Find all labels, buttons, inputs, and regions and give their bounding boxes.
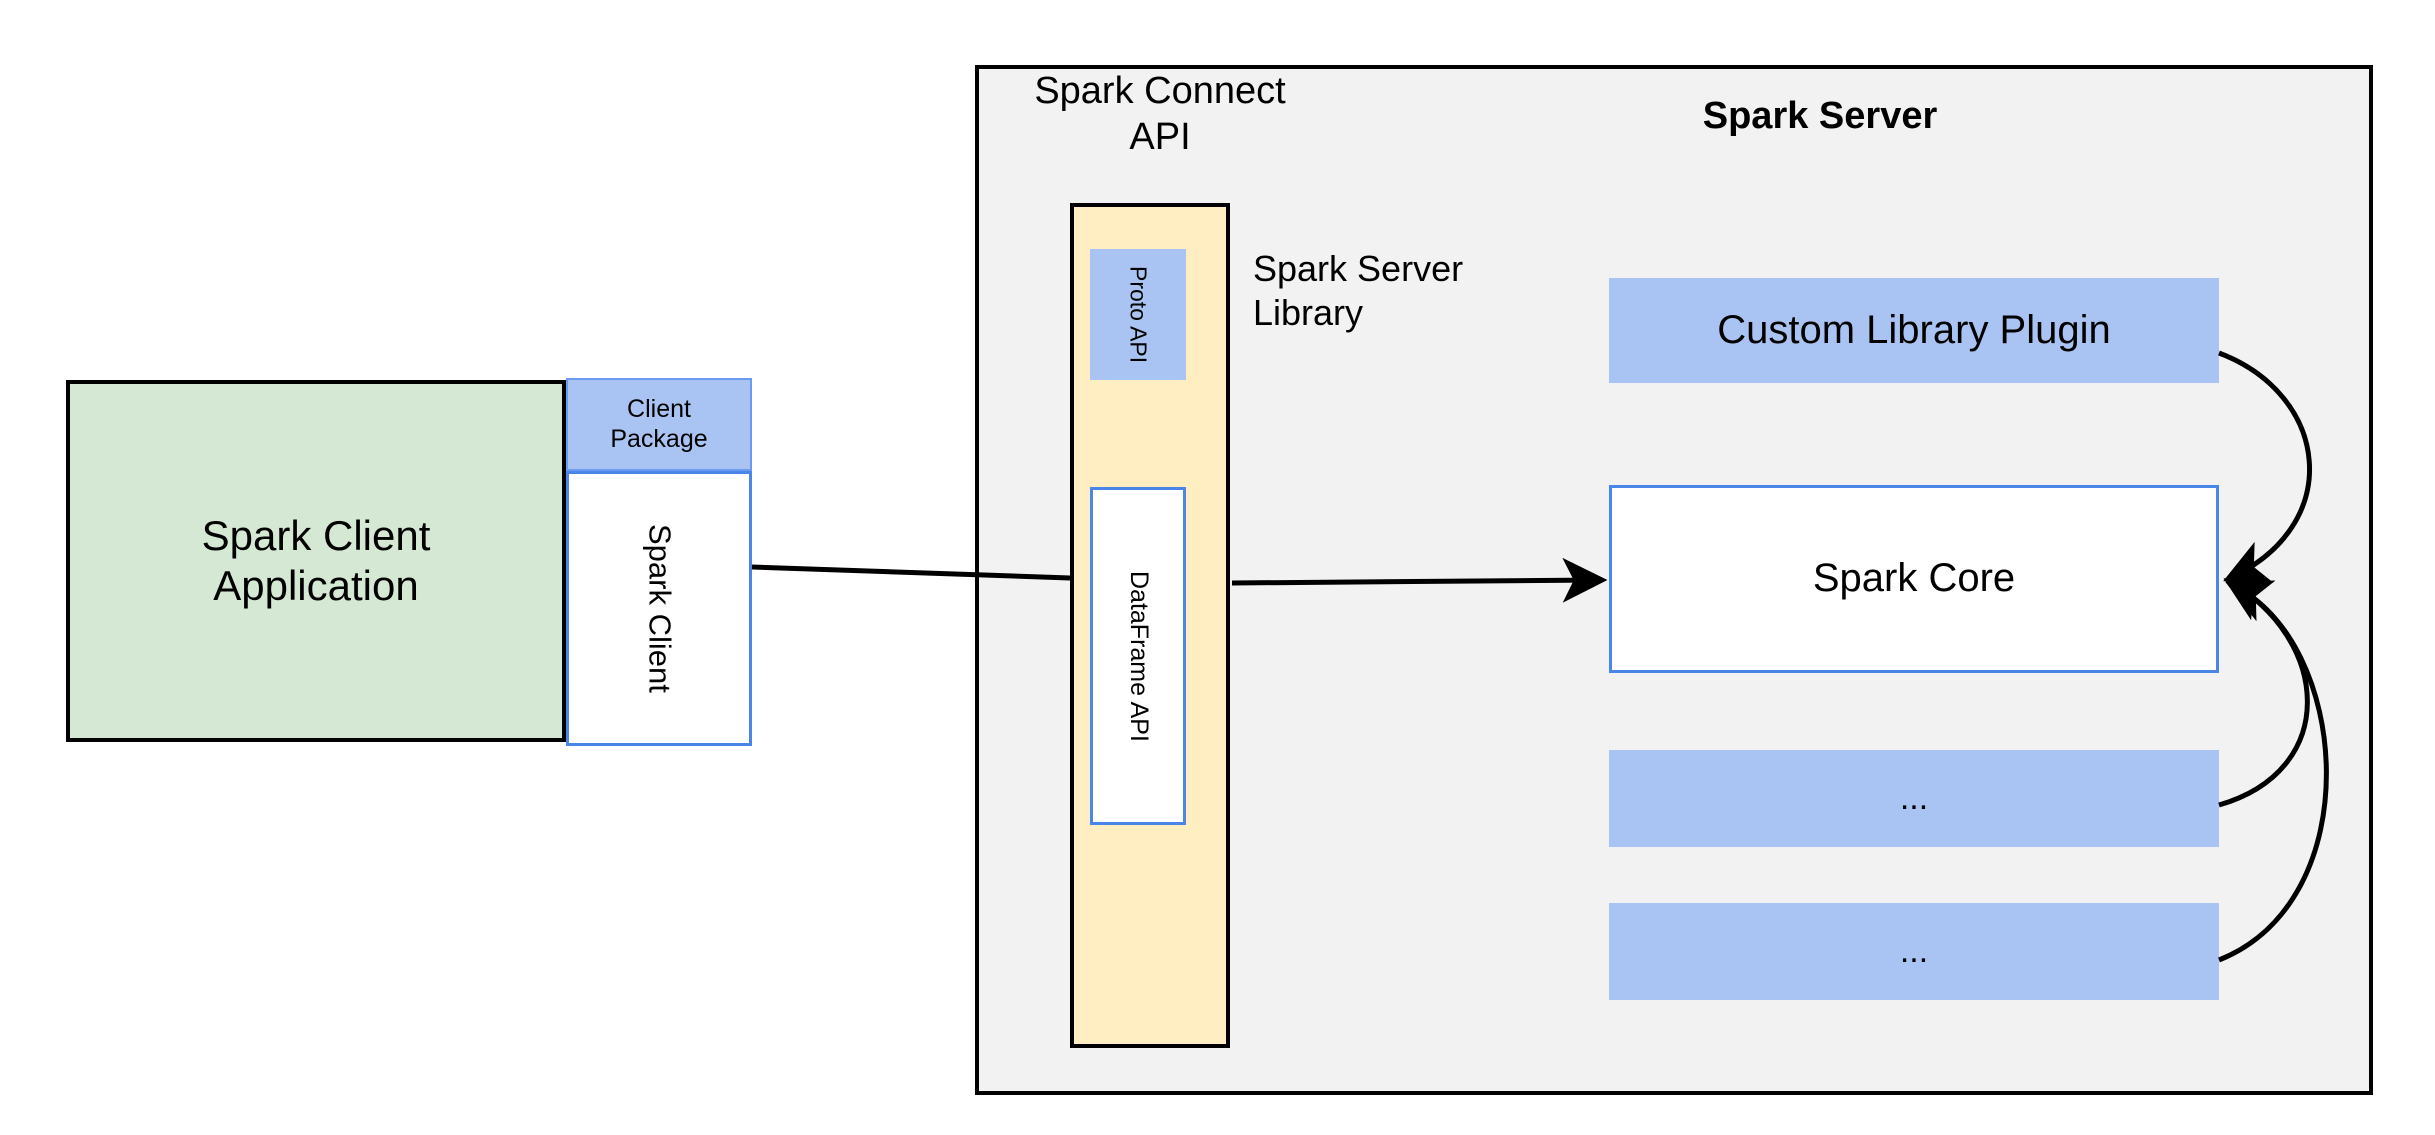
custom-library-plugin-box[interactable]: Custom Library Plugin xyxy=(1609,278,2219,383)
spark-client-application-box[interactable]: Spark Client Application xyxy=(66,380,566,742)
ellipsis-box-2[interactable]: ... xyxy=(1609,903,2219,1000)
spark-connect-api-label: Spark Connect API xyxy=(1034,70,1286,159)
proto-api-label: Proto API xyxy=(1125,265,1152,364)
spark-client-label: Spark Client xyxy=(642,524,678,693)
spark-client-box[interactable]: Spark Client xyxy=(566,471,752,746)
client-package-box[interactable]: Client Package xyxy=(566,378,752,471)
spark-core-box[interactable]: Spark Core xyxy=(1609,485,2219,673)
dataframe-api-box[interactable]: DataFrame API xyxy=(1090,487,1186,825)
spark-server-library-label: Spark Server Library xyxy=(1253,248,1464,333)
spark-client-application-label: Spark Client Application xyxy=(201,512,431,609)
spark-core-label: Spark Core xyxy=(1812,556,2016,601)
dataframe-api-label: DataFrame API xyxy=(1124,570,1153,742)
spark-server-title: Spark Server xyxy=(1702,95,1938,137)
custom-library-plugin-label: Custom Library Plugin xyxy=(1717,307,2111,352)
proto-api-box[interactable]: Proto API xyxy=(1090,249,1186,380)
ellipsis-label-2: ... xyxy=(1899,932,1929,971)
client-package-label: Client Package xyxy=(610,395,708,453)
ellipsis-label-1: ... xyxy=(1899,779,1929,818)
ellipsis-box-1[interactable]: ... xyxy=(1609,750,2219,847)
